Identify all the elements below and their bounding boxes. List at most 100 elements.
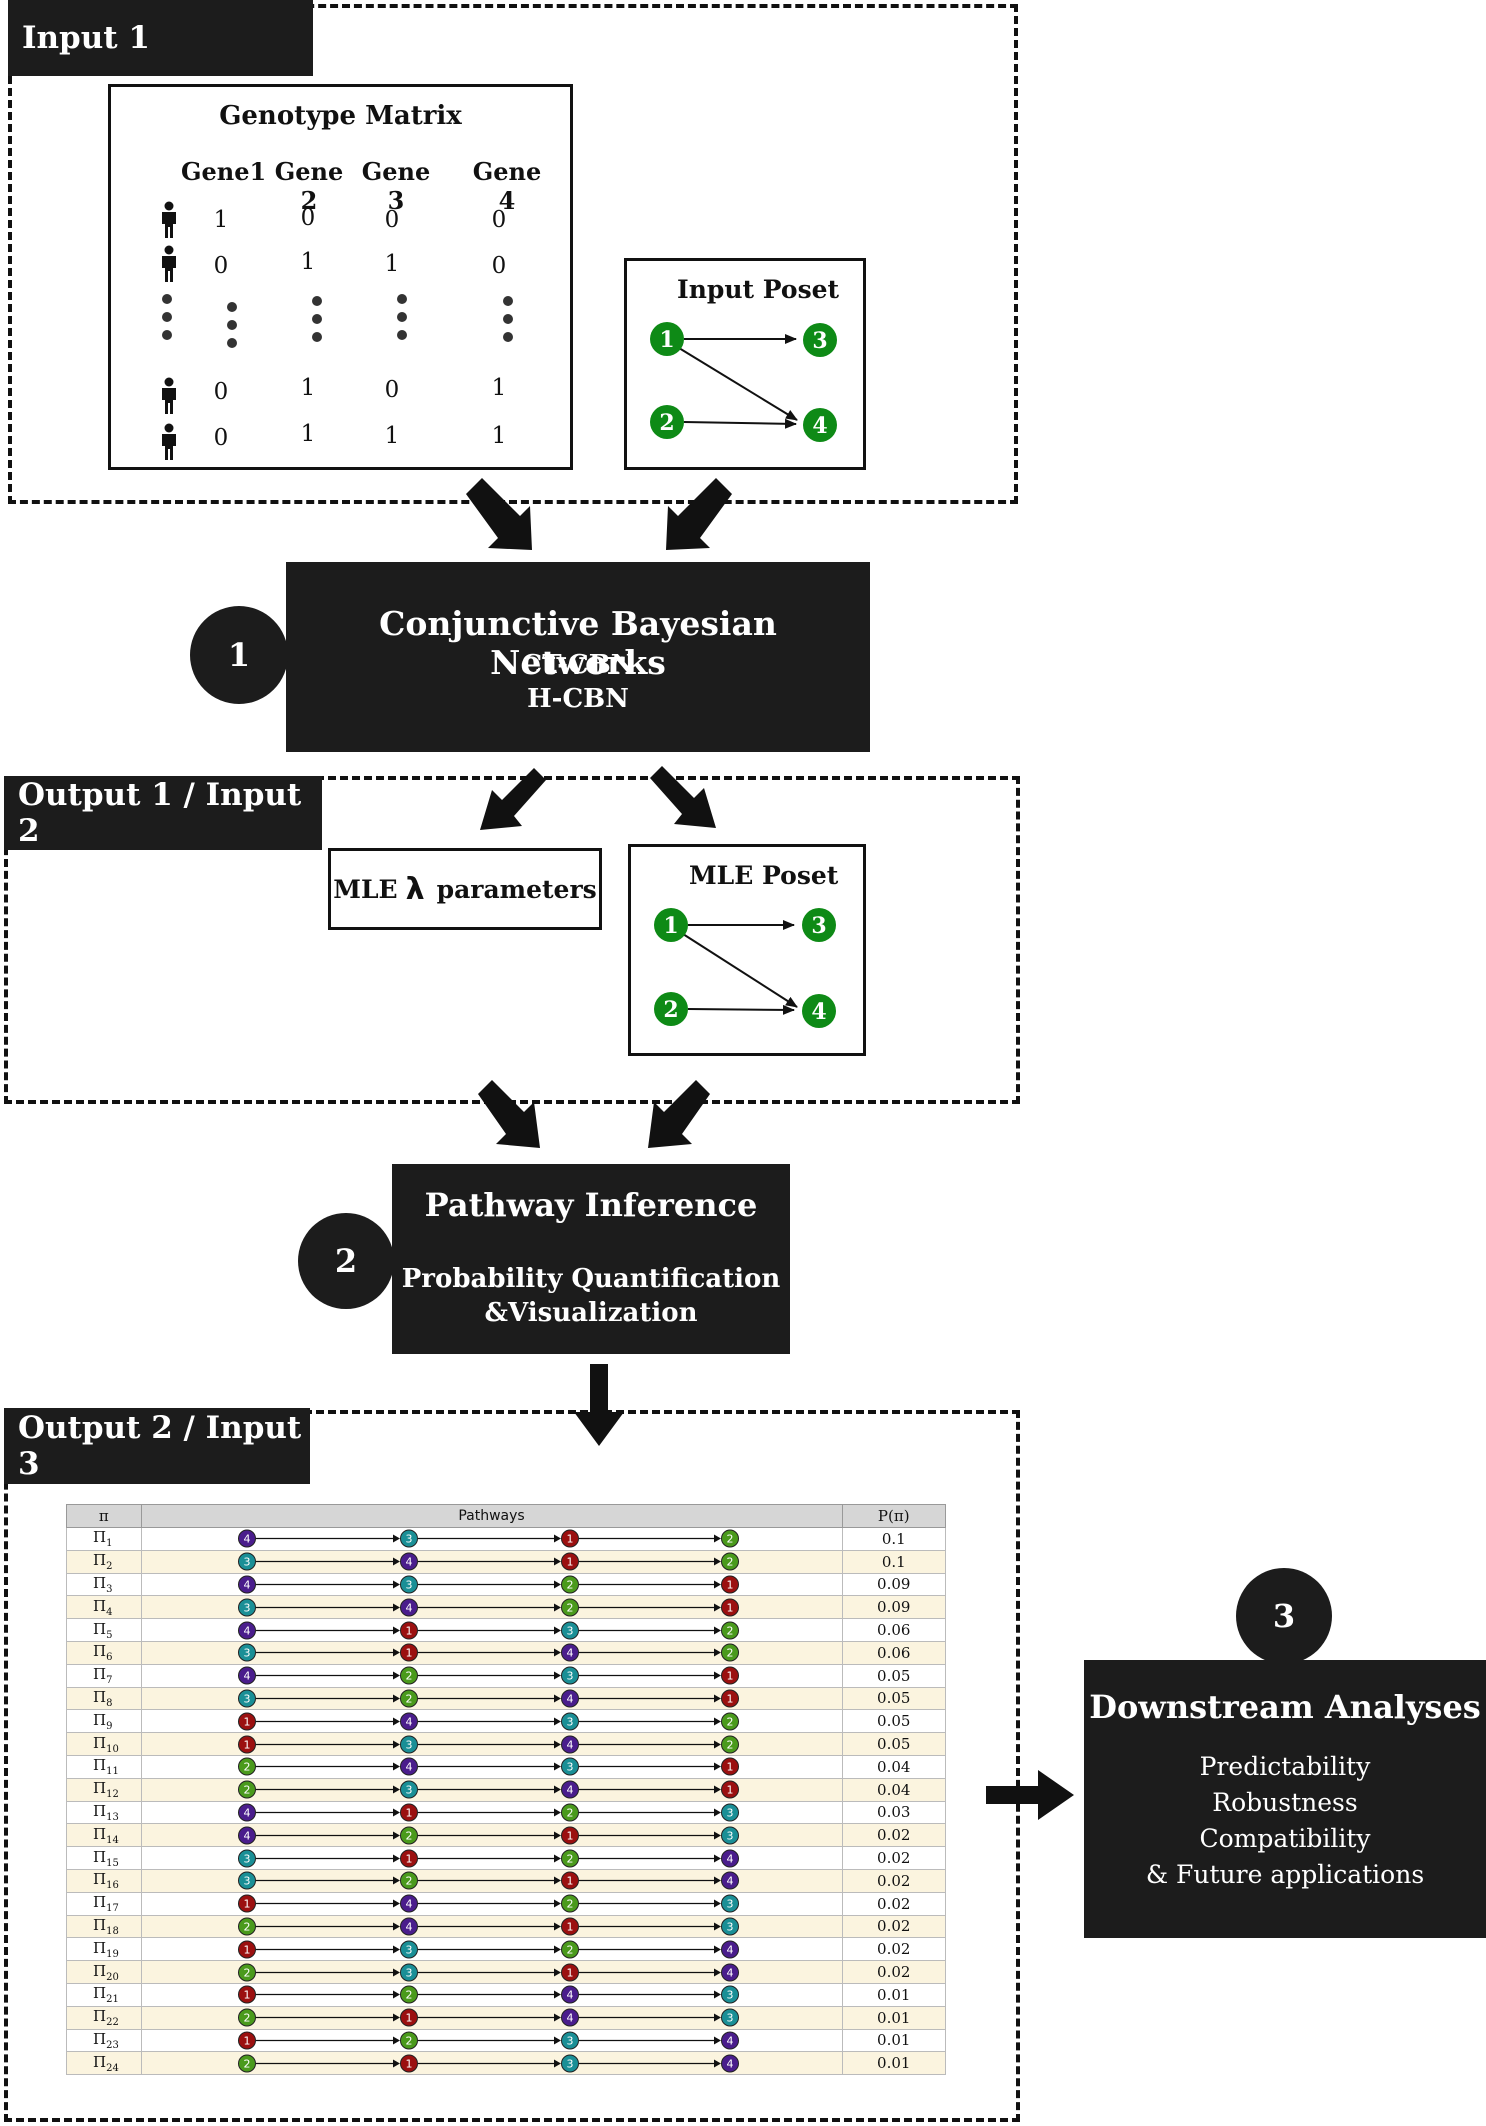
pathway-edge-head [392,2059,400,2068]
gene-node-label: 2 [405,1875,412,1888]
gene-node-label: 1 [726,1761,733,1774]
pathway-symbol: Π [93,1961,107,1980]
input1-tag: Input 1 [8,0,313,76]
pathway-probability: 0.02 [841,1823,947,1848]
gene-node-label: 3 [726,1989,733,2002]
pathway-edge-head [553,1740,561,1749]
gene-node-label: 4 [726,1943,733,1956]
pathway-name: Π13 [66,1800,142,1825]
gene-node [237,1666,256,1685]
gene-node [237,1598,256,1617]
gene-node-label: 2 [243,1920,250,1933]
gene-node-label: 3 [405,1738,412,1751]
gene-node [399,1712,418,1731]
gene-node-label: 2 [726,1647,733,1660]
pathway-edge-head [713,2013,721,2022]
pathway-inference-box: Pathway Inference Probability Quantifica… [392,1164,790,1354]
pathway-edge-head [392,2013,400,2022]
poset-node-label: 3 [812,328,827,354]
pathway-edge-head [553,2013,561,2022]
pathway-name: Π21 [66,1982,142,2007]
gene-node [237,1985,256,2004]
genotype-cell: 0 [384,377,400,403]
poset-node [654,908,688,942]
gene-node [720,1643,739,1662]
gene-node-label: 2 [405,1829,412,1842]
lambda-symbol: λ [405,871,425,907]
gene-node-label: 4 [243,1829,250,1842]
gene-node-label: 1 [243,1715,250,1728]
gene-node [237,1803,256,1822]
pathway-edge-head [713,1945,721,1954]
gene-header-2: Gene 2 [274,157,344,215]
gene-node [560,2054,579,2073]
genotype-cell: 1 [300,421,316,447]
cbn-line2: H-CBN [527,684,629,714]
pathway-probability: 0.01 [841,2005,947,2030]
pathway-name: Π20 [66,1960,142,1984]
gene-node-label: 3 [726,2012,733,2025]
genotype-cell: 0 [213,253,229,279]
input-poset-title: Input Poset [677,275,840,304]
gene-node [720,1940,739,1959]
pathway-edge-head [392,1694,400,1703]
pathway-probability: 0.02 [841,1891,947,1916]
person-icon [162,423,176,460]
gene-node [399,1689,418,1708]
pathway-name: Π23 [66,2028,142,2053]
gene-header-1: Gene1 [181,157,267,186]
pathway-edge-head [392,1671,400,1680]
pathway-edge-head [553,1831,561,1840]
pathway-edge-head [713,1808,721,1817]
gene-node-label: 3 [726,1806,733,1819]
pathway-edge-head [553,1580,561,1589]
cbn-title: Conjunctive Bayesian Networks [379,604,777,682]
flow-arrow [478,1080,540,1148]
gene-node-label: 3 [243,1601,250,1614]
gene-node-label: 3 [726,1829,733,1842]
flow-arrow [650,766,716,828]
gene-node-label: 3 [243,1647,250,1660]
pathway-index: 17 [106,1903,119,1915]
pathway-edge-head [392,2036,400,2045]
pathway-probability: 0.02 [841,1868,947,1893]
gene-node-label: 4 [243,1533,250,1546]
pathway-edge-head [553,1671,561,1680]
pathway-symbol: Π [93,1573,107,1592]
pathway-name: Π14 [66,1823,142,1848]
pathway-probability: 0.05 [841,1709,947,1734]
pathway-edge-head [392,1580,400,1589]
step-badge-3: 3 [1236,1568,1332,1664]
gene-node-label: 2 [726,1533,733,1546]
gene-node [399,1894,418,1913]
gene-node-label: 3 [243,1692,250,1705]
pathway-symbol: Π [93,1756,107,1775]
pathway-edge-head [553,1945,561,1954]
mle-poset-box: MLE Poset 1 2 3 4 [628,844,866,1056]
pathway-name: Π8 [66,1686,142,1711]
poset-node [654,992,688,1026]
pathway-symbol: Π [93,1596,107,1615]
genotype-cell: 0 [384,207,400,233]
gene-node [237,1849,256,1868]
pathway-edge-head [713,1534,721,1543]
poset-node-label: 1 [663,913,678,939]
